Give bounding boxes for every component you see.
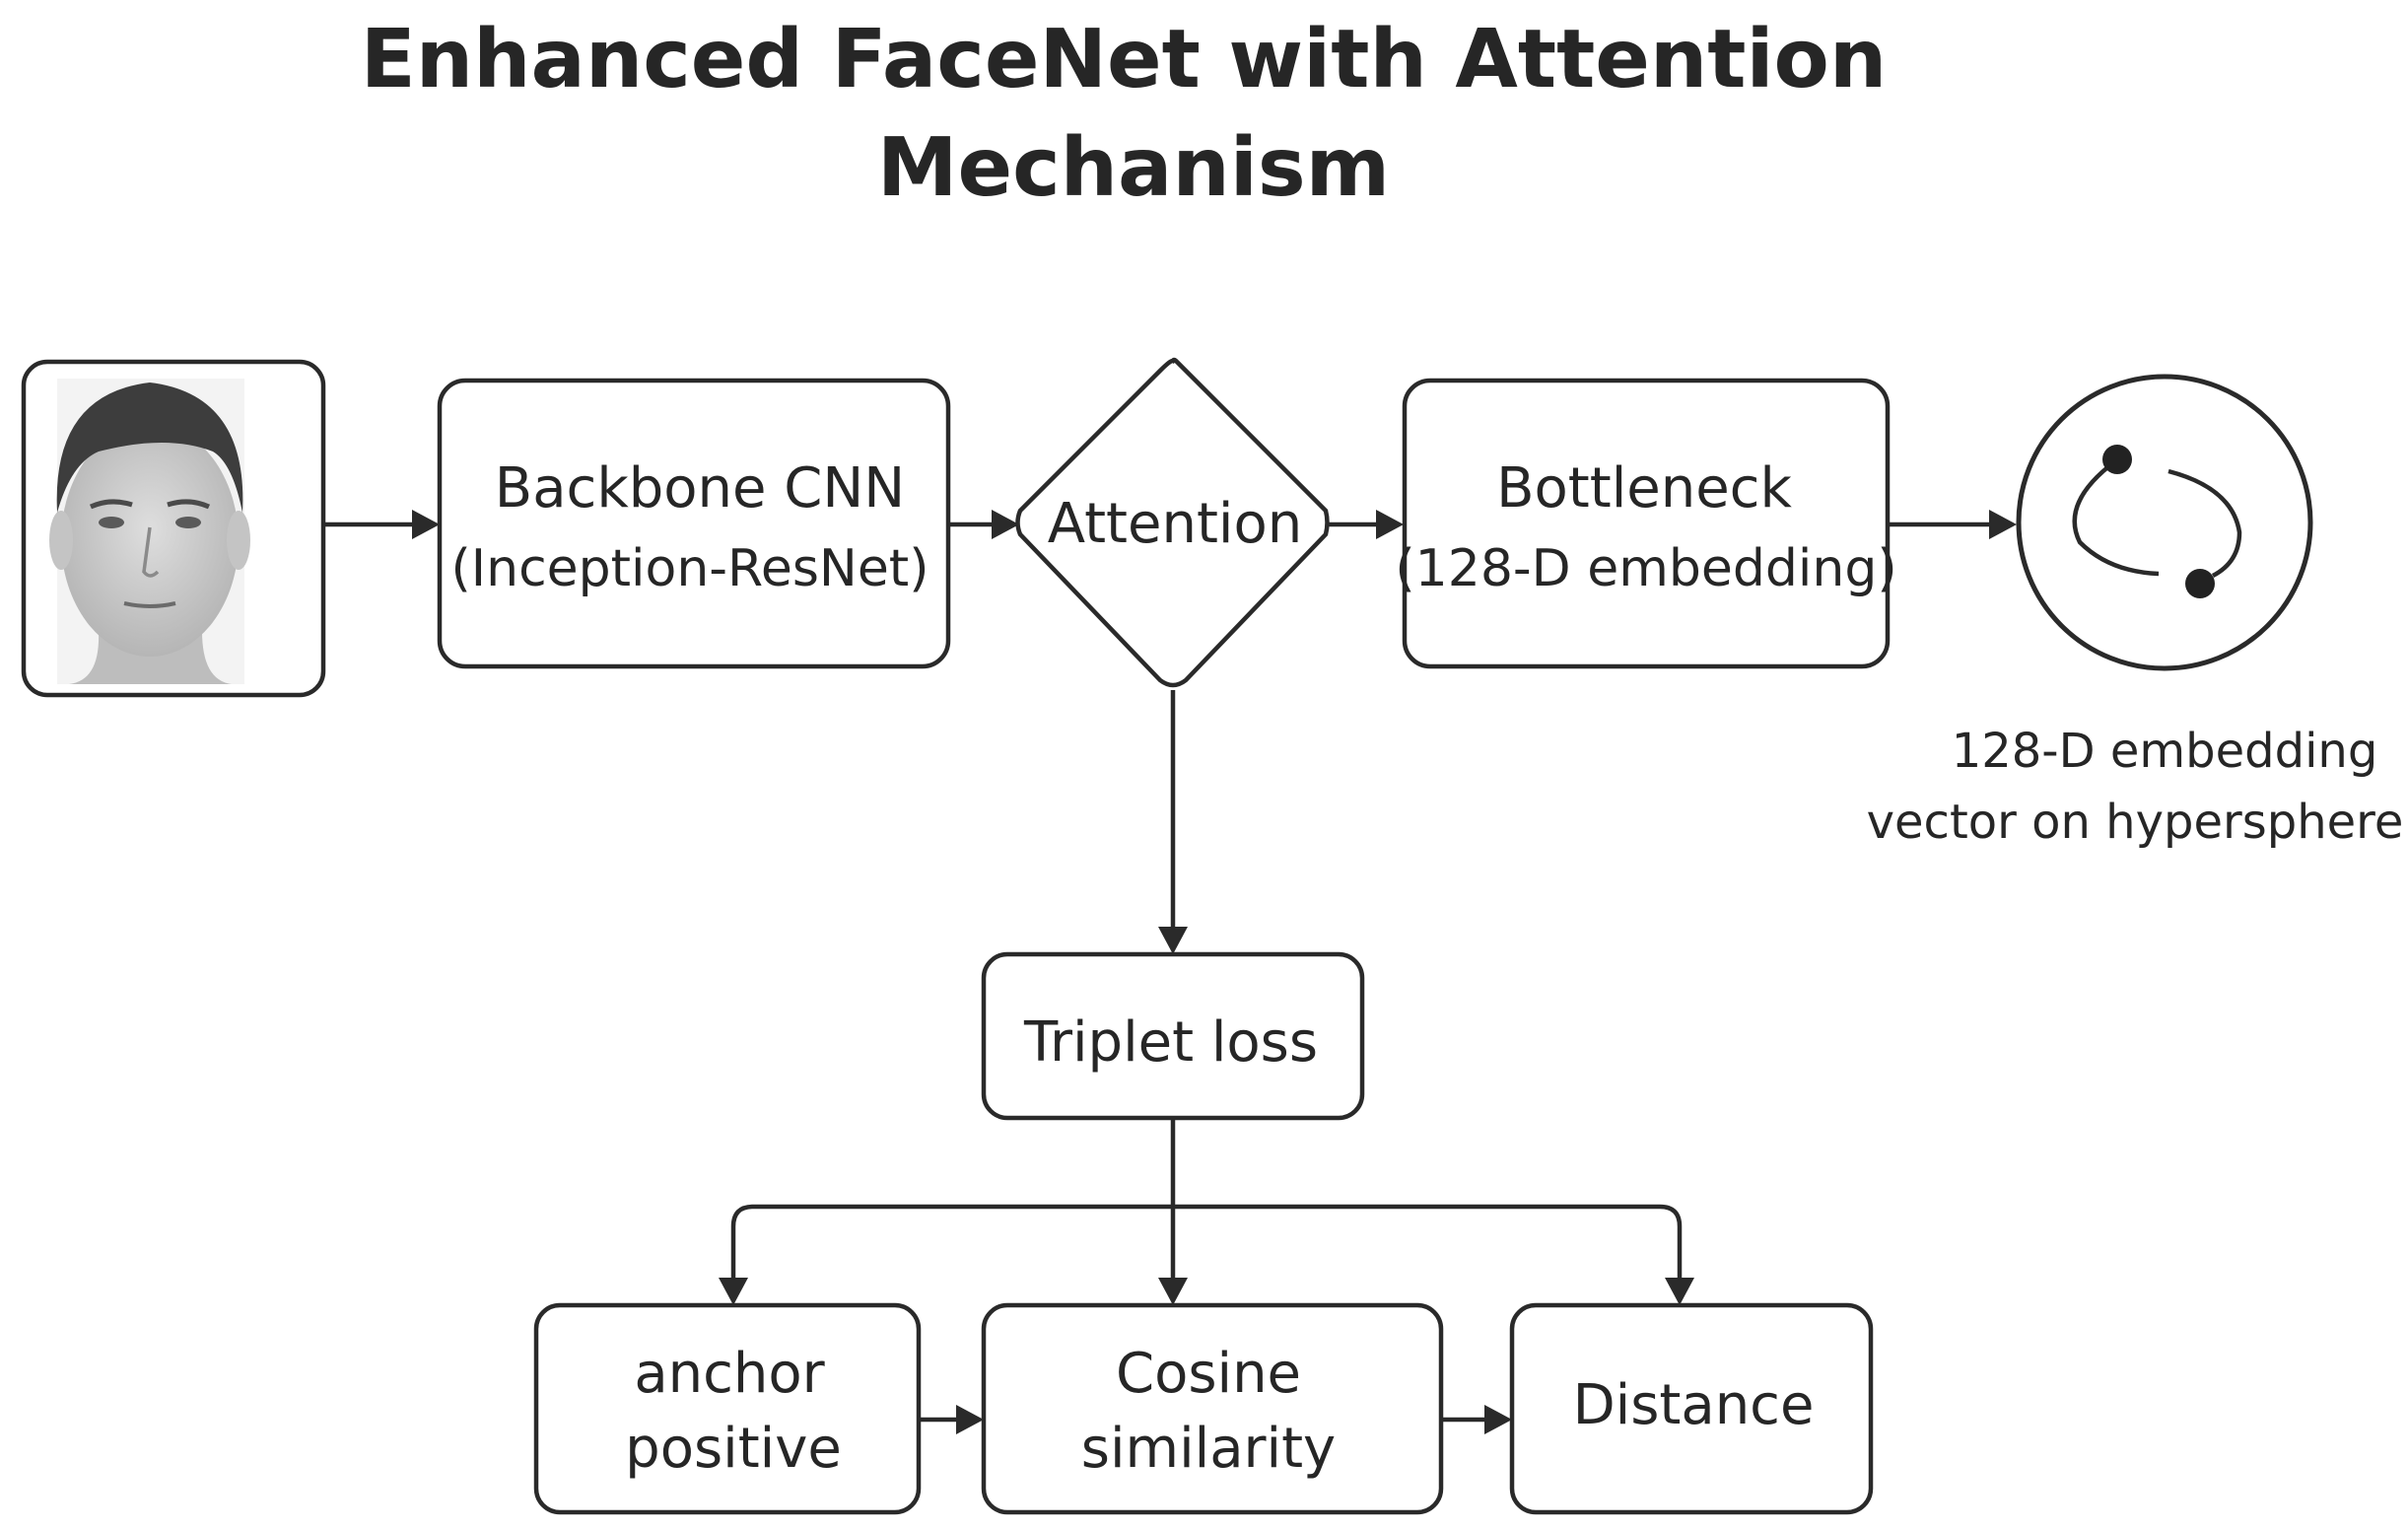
anchor-positive-line-2: positive xyxy=(625,1417,842,1481)
arrow-face-to-backbone xyxy=(325,510,440,539)
hypersphere-caption-line-1: 128-D embedding xyxy=(1952,724,2378,779)
cosine-similarity-box: Cosine similarity xyxy=(981,1302,1444,1515)
attention-diamond: Attention xyxy=(1015,357,1330,688)
backbone-line-1: Backbone CNN xyxy=(495,456,905,521)
distance-box: Distance xyxy=(1509,1302,1874,1515)
bottleneck-line-1: Bottleneck xyxy=(1496,456,1792,521)
arrow-cosine-to-distance xyxy=(1441,1405,1512,1434)
attention-label: Attention xyxy=(1048,492,1302,556)
title-line-2: Mechanism xyxy=(877,121,1390,215)
cosine-similarity-line-1: Cosine xyxy=(1116,1342,1301,1406)
arrow-attention-to-bottleneck xyxy=(1328,510,1404,539)
anchor-positive-box: anchor positive xyxy=(533,1302,922,1515)
hypersphere-circle xyxy=(2016,374,2313,671)
title-line-1: Enhanced FaceNet with Attention xyxy=(361,13,1888,106)
bottleneck-box: Bottleneck (128-D embedding) xyxy=(1395,378,1897,669)
triplet-loss-box: Triplet loss xyxy=(981,951,1365,1121)
cosine-similarity-line-2: similarity xyxy=(1081,1417,1336,1481)
distance-label: Distance xyxy=(1573,1373,1815,1437)
anchor-positive-line-1: anchor xyxy=(634,1342,825,1406)
face-photo xyxy=(49,379,250,684)
backbone-line-2: (Inception-ResNet) xyxy=(451,539,929,598)
embedding-point-1 xyxy=(2102,445,2132,474)
arrow-bottleneck-to-hypersphere xyxy=(1888,510,2017,539)
hypersphere-caption-line-2: vector on hypersphere xyxy=(1867,795,2404,850)
backbone-cnn-box: Backbone CNN (Inception-ResNet) xyxy=(437,378,951,669)
arrow-attention-to-triplet-loss xyxy=(1158,690,1188,954)
input-face-box xyxy=(21,359,326,698)
triplet-loss-label: Triplet loss xyxy=(1023,1010,1318,1075)
embedding-point-2 xyxy=(2185,569,2215,598)
arrow-backbone-to-attention xyxy=(948,510,1019,539)
arrow-anchor-to-cosine xyxy=(919,1405,984,1434)
bottleneck-line-2: (128-D embedding) xyxy=(1395,539,1896,598)
branch-triplet-loss-to-outputs xyxy=(719,1118,1694,1305)
